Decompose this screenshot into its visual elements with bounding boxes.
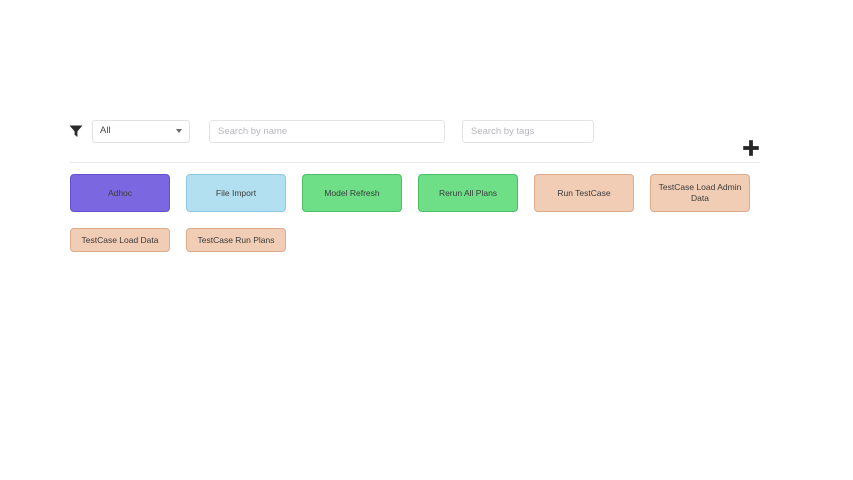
chevron-down-icon (176, 129, 182, 133)
search-tags-input[interactable] (462, 119, 594, 143)
plus-icon (743, 140, 759, 156)
search-name-input[interactable] (209, 119, 445, 143)
category-select[interactable]: All (92, 119, 190, 143)
filter-toolbar: All (68, 119, 594, 143)
chip-file-import[interactable]: File Import (186, 174, 286, 212)
chip-model-refresh[interactable]: Model Refresh (302, 174, 402, 212)
filter-funnel-icon[interactable] (68, 123, 84, 139)
chip-testcase-run-plans[interactable]: TestCase Run Plans (186, 228, 286, 252)
chip-rerun-all-plans[interactable]: Rerun All Plans (418, 174, 518, 212)
chip-testcase-load-data[interactable]: TestCase Load Data (70, 228, 170, 252)
chip-list: Adhoc File Import Model Refresh Rerun Al… (70, 174, 790, 252)
chip-adhoc[interactable]: Adhoc (70, 174, 170, 212)
toolbar-divider (70, 162, 760, 163)
chip-run-testcase[interactable]: Run TestCase (534, 174, 634, 212)
add-button[interactable] (741, 138, 761, 158)
chip-testcase-load-admin-data[interactable]: TestCase Load Admin Data (650, 174, 750, 212)
category-select-value: All (100, 125, 111, 137)
